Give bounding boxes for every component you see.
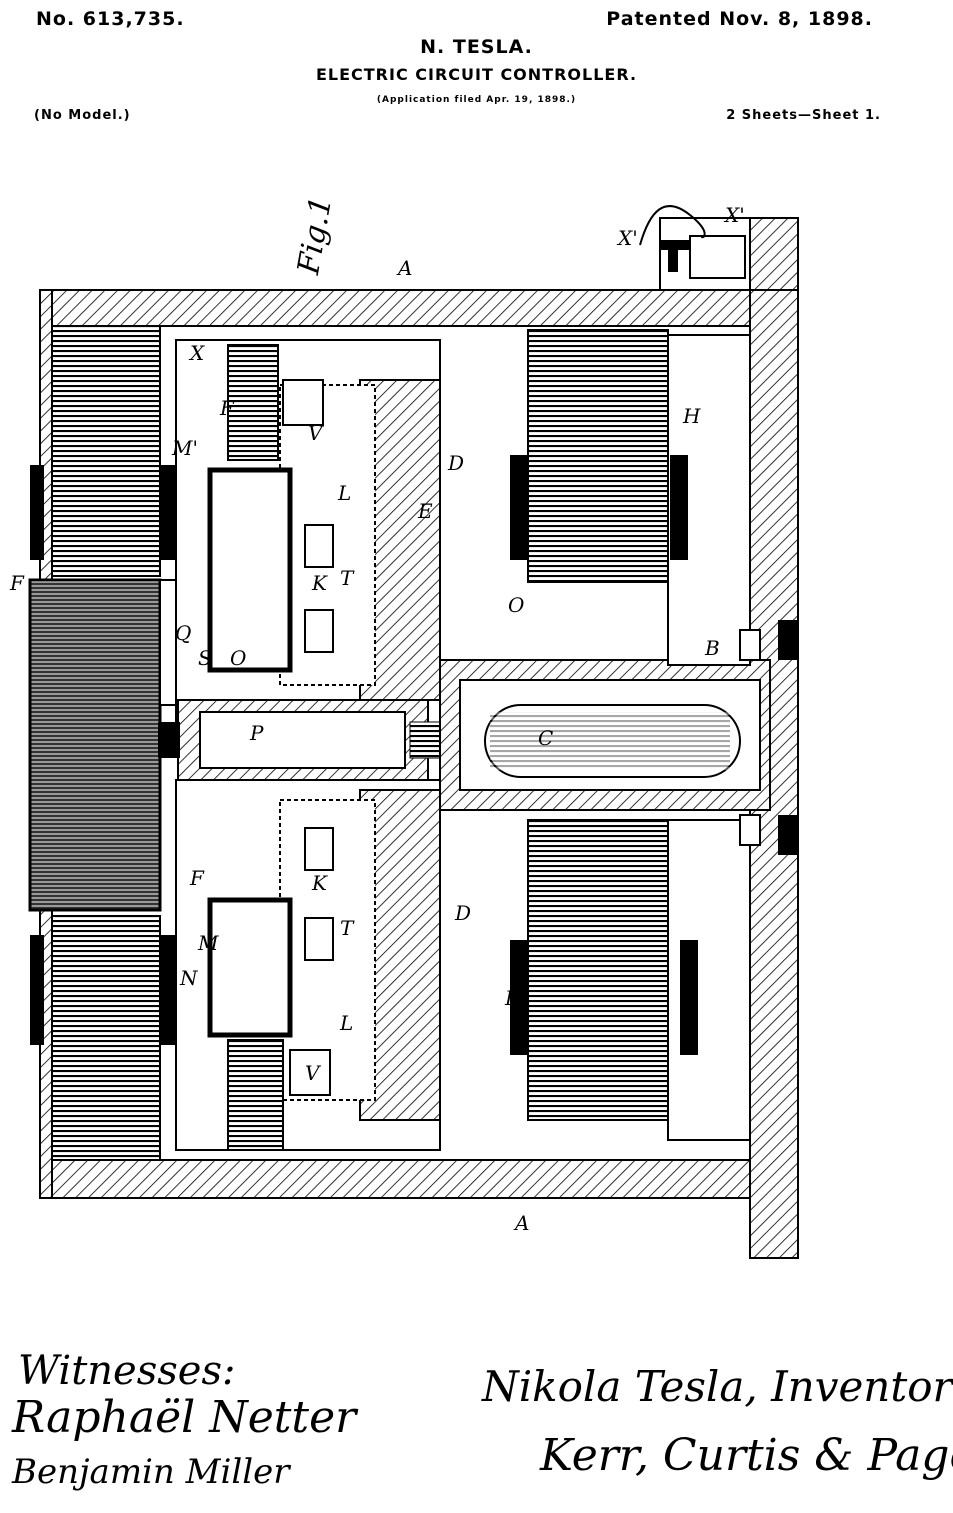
letter-M1: M' bbox=[171, 436, 198, 460]
figure-label: Fig.1 bbox=[291, 194, 339, 278]
right-magnets bbox=[510, 329, 798, 1141]
letter-T1: T bbox=[340, 566, 355, 590]
patent-number: No. 613,735. bbox=[36, 8, 185, 30]
letter-A-top: A bbox=[396, 256, 412, 280]
patent-date: Patented Nov. 8, 1898. bbox=[606, 8, 873, 30]
witness-signature-1: Raphaël Netter bbox=[12, 1392, 357, 1443]
letter-T2: T bbox=[340, 916, 355, 940]
patent-title: ELECTRIC CIRCUIT CONTROLLER. bbox=[315, 65, 638, 84]
letter-H2: H bbox=[504, 986, 523, 1010]
terminal bbox=[639, 205, 746, 279]
letter-F2: F bbox=[189, 866, 205, 890]
letter-O1: O bbox=[230, 646, 246, 670]
letter-K1: K bbox=[311, 571, 328, 595]
shaft-assembly bbox=[158, 659, 771, 811]
letter-L1: L bbox=[337, 481, 351, 505]
attorneys-signature: Kerr, Curtis & Page bbox=[540, 1430, 953, 1481]
letter-D2: D bbox=[454, 901, 471, 925]
letter-O2: O bbox=[508, 593, 524, 617]
letter-S: S bbox=[198, 646, 212, 670]
model-note: (No Model.) bbox=[34, 108, 131, 123]
letter-P: P bbox=[249, 721, 264, 745]
letter-Q: Q bbox=[175, 621, 191, 645]
witness-signature-2: Benjamin Miller bbox=[12, 1452, 290, 1492]
letter-B: B bbox=[704, 636, 720, 660]
reference-letters: Fig.1 A A X X' X' M' M N F F F V V H H D… bbox=[9, 194, 745, 1235]
letter-V2: V bbox=[305, 1061, 322, 1085]
letter-F1: F bbox=[219, 396, 235, 420]
letter-F-left: F bbox=[9, 571, 25, 595]
inventor-name: N. TESLA. bbox=[420, 36, 533, 58]
patent-drawing: Fig.1 A A X X' X' M' M N F F F V V H H D… bbox=[9, 194, 799, 1259]
letter-C: C bbox=[538, 726, 553, 750]
letter-L2: L bbox=[339, 1011, 353, 1035]
witnesses-label: Witnesses: bbox=[18, 1348, 236, 1394]
letter-H1: H bbox=[682, 404, 701, 428]
letter-X1: X' bbox=[616, 226, 638, 250]
letter-N: N bbox=[179, 966, 199, 990]
letter-K2: K bbox=[311, 871, 328, 895]
letter-E: E bbox=[417, 499, 433, 523]
sheet-count: 2 Sheets—Sheet 1. bbox=[726, 108, 881, 123]
rotor-housing bbox=[175, 339, 441, 1151]
inventor-signature: Nikola Tesla, Inventor bbox=[482, 1362, 953, 1411]
application-note: (Application filed Apr. 19, 1898.) bbox=[376, 95, 577, 105]
letter-A-bottom: A bbox=[513, 1211, 529, 1235]
letter-X2: X' bbox=[723, 203, 745, 227]
letter-X: X bbox=[188, 341, 205, 365]
left-field-coils bbox=[30, 325, 176, 1161]
letter-V1: V bbox=[308, 421, 325, 445]
letter-M: M bbox=[197, 931, 219, 955]
letter-D1: D bbox=[447, 451, 464, 475]
